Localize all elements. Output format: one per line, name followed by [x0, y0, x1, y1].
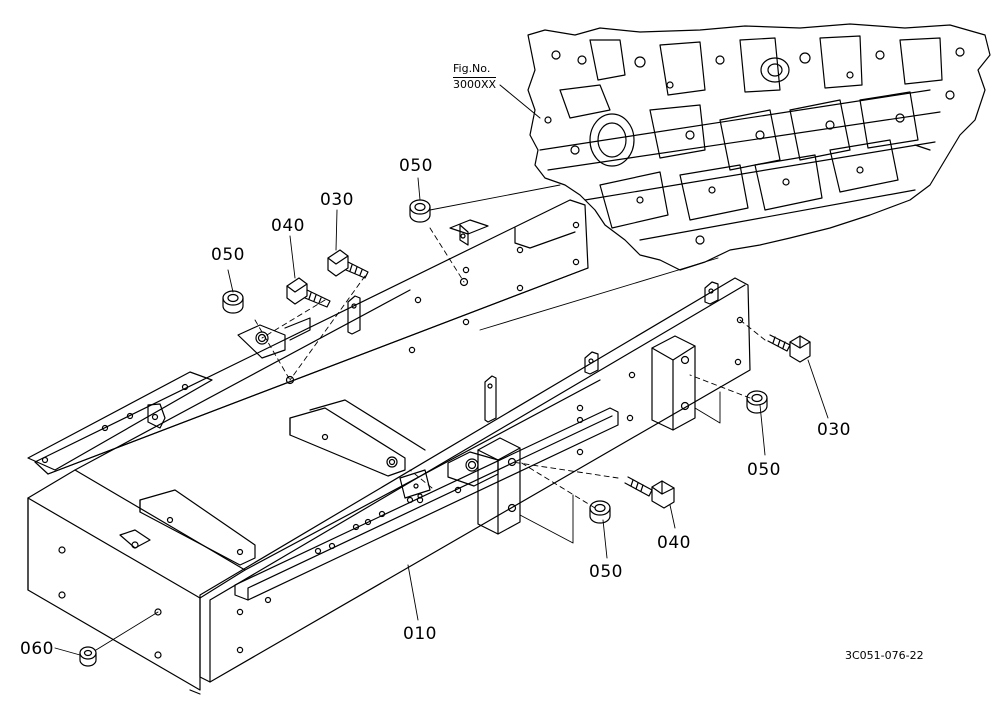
washer-050-bottom	[589, 500, 611, 524]
bolt-040-left	[286, 277, 331, 308]
figure-reference: Fig.No. 3000XX	[453, 62, 497, 91]
engine-block	[527, 23, 991, 271]
callout-050-top: 050	[399, 156, 433, 176]
fig-ref-leader	[499, 84, 541, 119]
spacer-block-front	[477, 437, 521, 535]
figure-reference-number: 3000XX	[453, 76, 497, 91]
bolt-030-right	[767, 334, 811, 363]
callout-040-right: 040	[657, 533, 691, 553]
callout-030-right: 030	[817, 420, 851, 440]
drawing-code: 3C051-076-22	[845, 649, 924, 662]
bolt-030-left	[327, 249, 369, 279]
figure-reference-label: Fig.No.	[453, 62, 491, 75]
callout-050-bottom: 050	[589, 562, 623, 582]
washer-050-left	[222, 290, 244, 314]
left-side-rail	[27, 199, 589, 475]
callout-050-right: 050	[747, 460, 781, 480]
alignment-lines	[429, 184, 719, 331]
bolt-centerlines	[254, 227, 766, 509]
washer-050-top	[409, 199, 431, 223]
spacer-block-rear	[651, 335, 696, 431]
callout-050-left: 050	[211, 245, 245, 265]
right-side-rail	[199, 277, 751, 683]
callout-010: 010	[403, 624, 437, 644]
front-cross-member	[27, 469, 246, 695]
callout-leaders	[54, 177, 829, 656]
callout-060: 060	[20, 639, 54, 659]
callout-030-left: 030	[320, 190, 354, 210]
washer-050-right	[746, 390, 768, 414]
phantom-lines	[519, 391, 721, 544]
callout-040-left: 040	[271, 216, 305, 236]
plug-060	[79, 611, 159, 667]
inner-cross-plates	[74, 289, 619, 604]
bolt-040-right	[624, 476, 675, 509]
